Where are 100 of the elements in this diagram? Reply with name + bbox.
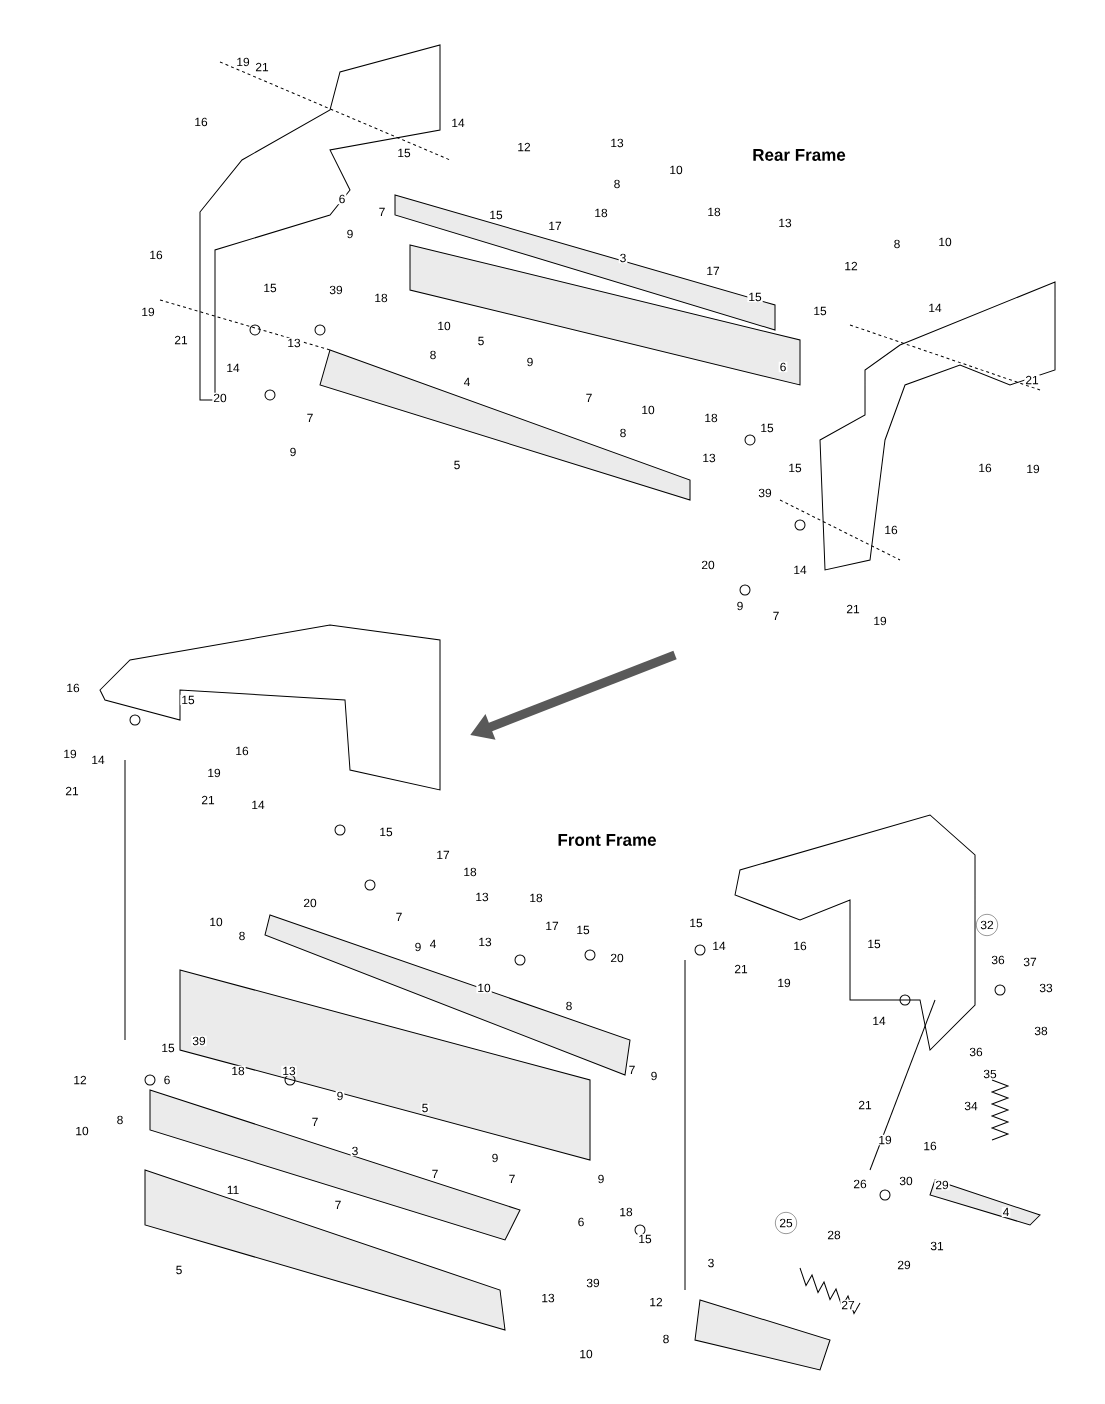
callout-number: 8 xyxy=(612,178,622,190)
callout-number: 15 xyxy=(759,422,775,434)
callout-number: 7 xyxy=(310,1116,320,1128)
callout-number: 39 xyxy=(328,284,344,296)
callout-number: 3 xyxy=(350,1145,360,1157)
callout-number: 9 xyxy=(649,1070,659,1082)
callout-number: 14 xyxy=(871,1015,887,1027)
callout-number: 9 xyxy=(335,1090,345,1102)
callout-number: 18 xyxy=(230,1065,246,1077)
callout-number: 30 xyxy=(898,1175,914,1187)
callout-number: 17 xyxy=(435,849,451,861)
callout-number: 18 xyxy=(373,292,389,304)
callout-number: 18 xyxy=(618,1206,634,1218)
callout-number: 21 xyxy=(254,61,270,73)
callout-number: 6 xyxy=(162,1074,172,1086)
callout-number: 4 xyxy=(1001,1206,1011,1218)
callout-number: 19 xyxy=(1025,463,1041,475)
callout-number: 15 xyxy=(787,462,803,474)
callout-number: 38 xyxy=(1033,1025,1049,1037)
callout-number: 14 xyxy=(90,754,106,766)
callout-number: 19 xyxy=(872,615,888,627)
callout-number: 5 xyxy=(452,459,462,471)
callout-number: 8 xyxy=(618,427,628,439)
callout-number: 39 xyxy=(585,1277,601,1289)
callout-number: 9 xyxy=(288,446,298,458)
callout-number: 15 xyxy=(575,924,591,936)
callout-number: 7 xyxy=(507,1173,517,1185)
callout-number: 8 xyxy=(661,1333,671,1345)
callout-number: 10 xyxy=(668,164,684,176)
callout-number: 33 xyxy=(1038,982,1054,994)
callout-number: 16 xyxy=(234,745,250,757)
callout-number: 10 xyxy=(937,236,953,248)
callout-number: 15 xyxy=(747,291,763,303)
callout-number: 13 xyxy=(701,452,717,464)
callout-number: 19 xyxy=(235,56,251,68)
callout-number: 21 xyxy=(1024,374,1040,386)
callout-number: 9 xyxy=(345,228,355,240)
callout-number: 15 xyxy=(160,1042,176,1054)
callout-number: 18 xyxy=(528,892,544,904)
callout-number: 8 xyxy=(115,1114,125,1126)
callout-number: 15 xyxy=(378,826,394,838)
callout-number: 4 xyxy=(428,938,438,950)
callout-number: 10 xyxy=(476,982,492,994)
callout-number: 6 xyxy=(337,193,347,205)
callout-number: 3 xyxy=(618,252,628,264)
callout-number: 19 xyxy=(206,767,222,779)
callout-number: 16 xyxy=(193,116,209,128)
callout-number: 28 xyxy=(826,1229,842,1241)
callout-number: 8 xyxy=(237,930,247,942)
callout-number: 39 xyxy=(757,487,773,499)
callout-number: 21 xyxy=(857,1099,873,1111)
callout-number: 10 xyxy=(74,1125,90,1137)
callout-number: 10 xyxy=(208,916,224,928)
callout-number: 3 xyxy=(706,1257,716,1269)
callout-number: 9 xyxy=(735,600,745,612)
callout-number: 13 xyxy=(286,337,302,349)
callout-number: 9 xyxy=(490,1152,500,1164)
callout-number: 14 xyxy=(450,117,466,129)
callout-number: 7 xyxy=(333,1199,343,1211)
callout-number: 20 xyxy=(609,952,625,964)
callout-number: 14 xyxy=(225,362,241,374)
callout-number: 16 xyxy=(792,940,808,952)
callout-number: 13 xyxy=(609,137,625,149)
callout-number: 21 xyxy=(733,963,749,975)
callout-number: 14 xyxy=(792,564,808,576)
callout-number: 4 xyxy=(462,376,472,388)
callout-number: 20 xyxy=(212,392,228,404)
callout-number: 25 xyxy=(775,1212,797,1234)
callout-number: 13 xyxy=(477,936,493,948)
callout-number: 14 xyxy=(927,302,943,314)
callout-number: 9 xyxy=(596,1173,606,1185)
callout-number: 27 xyxy=(840,1299,856,1311)
callout-number: 8 xyxy=(428,349,438,361)
callout-number: 7 xyxy=(394,911,404,923)
callout-number: 9 xyxy=(525,356,535,368)
callout-number: 19 xyxy=(140,306,156,318)
callout-number: 18 xyxy=(462,866,478,878)
callout-number: 34 xyxy=(963,1100,979,1112)
callout-number: 8 xyxy=(892,238,902,250)
callout-number: 12 xyxy=(843,260,859,272)
callout-number: 18 xyxy=(706,206,722,218)
callout-number: 15 xyxy=(637,1233,653,1245)
callout-number: 16 xyxy=(883,524,899,536)
callout-number: 15 xyxy=(488,209,504,221)
frame-heading: Front Frame xyxy=(556,833,658,847)
callout-number: 5 xyxy=(420,1102,430,1114)
callout-number: 26 xyxy=(852,1178,868,1190)
callout-number: 8 xyxy=(564,1000,574,1012)
callout-number: 15 xyxy=(180,694,196,706)
callout-number: 10 xyxy=(578,1348,594,1360)
callout-number: 7 xyxy=(627,1064,637,1076)
callout-number: 17 xyxy=(705,265,721,277)
callout-number: 9 xyxy=(413,941,423,953)
callout-number: 15 xyxy=(688,917,704,929)
callout-number: 5 xyxy=(174,1264,184,1276)
callout-number: 39 xyxy=(191,1035,207,1047)
callout-number: 13 xyxy=(540,1292,556,1304)
callout-number: 12 xyxy=(516,141,532,153)
callout-number: 13 xyxy=(777,217,793,229)
callout-number: 18 xyxy=(593,207,609,219)
